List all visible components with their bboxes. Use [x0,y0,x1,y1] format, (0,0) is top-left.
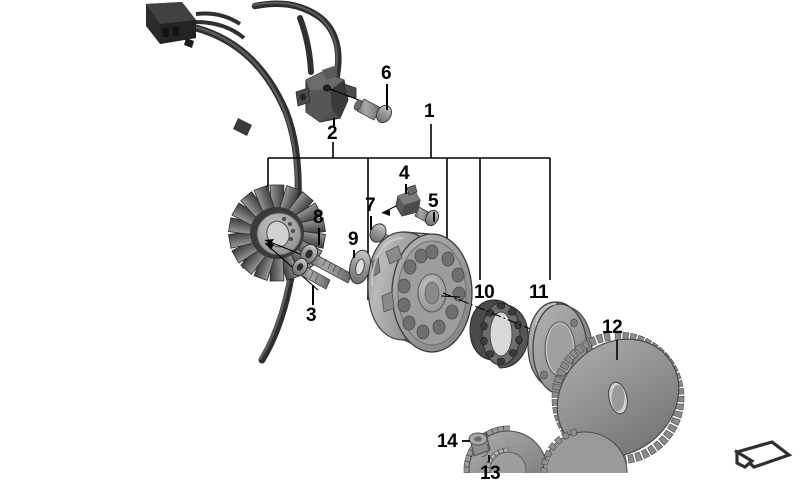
callout-13: 13 [480,463,501,484]
crankshaft-sensor [295,66,370,123]
callout-12: 12 [602,317,623,338]
diagram-artwork [146,0,793,473]
sprag-clutch-cage [442,292,546,369]
callout-2: 2 [327,123,338,144]
callout-11: 11 [529,282,549,303]
callout-7: 7 [365,195,376,216]
fillister-head-screw [414,206,439,227]
callout-7-stem [370,216,372,230]
harness-connector [146,2,246,48]
hex-socket-bolt-short [292,257,331,290]
callout-10: 10 [474,282,495,303]
callout-4-stem [405,184,407,194]
callout-5: 5 [428,191,439,212]
callout-8-stem [318,228,320,245]
callout-14: 14 [437,431,458,452]
stator-ring [228,184,346,291]
callout-9-stem [353,250,355,258]
callout-4: 4 [399,163,410,184]
logo-placeholder-glyph [733,440,793,469]
callout-8: 8 [313,207,324,228]
sensor-mounting-bolt [353,98,392,124]
background-gear-fragment [540,428,628,473]
callout-6-stem [386,84,388,110]
callout-3-stem [312,285,314,305]
callout-9: 9 [348,229,359,250]
cable-retaining-clip [381,184,421,217]
callout-3: 3 [306,305,317,326]
parts-diagram-canvas: 1 2 3 4 5 6 7 8 9 10 11 12 13 14 [146,0,793,483]
gear-bushing [462,432,491,458]
callout-1: 1 [424,101,435,122]
cable-harness [146,0,392,364]
callout-6: 6 [381,63,392,84]
callout-2-stem [333,118,335,126]
alternator-rotor-flywheel [367,231,473,353]
callout-5-stem [433,212,435,222]
